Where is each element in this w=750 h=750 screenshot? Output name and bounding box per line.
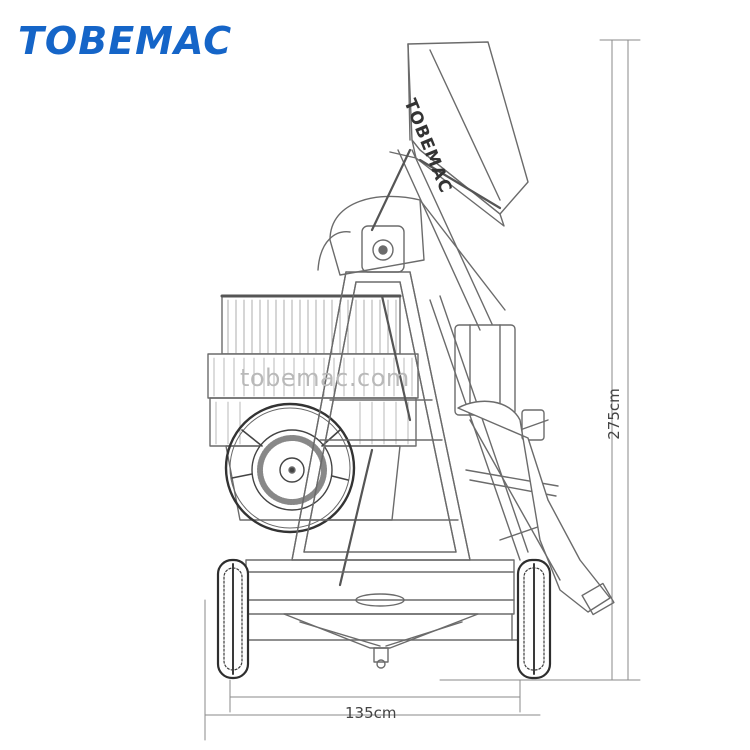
lift-arms [338,148,502,587]
height-dimension-line [439,39,641,681]
right-wheel [516,558,552,680]
chassis [231,559,527,641]
lift-rails [389,149,506,331]
watermark: tobemac.com [240,364,410,392]
left-wheel [216,558,250,680]
hopper [407,41,529,227]
discharge-chute [457,400,615,616]
mixer-drum [207,294,419,521]
brand-logo: TOBEMAC [18,19,233,63]
hand-wheel [224,402,356,534]
tow-bar [283,613,479,669]
width-dimension-line [204,599,541,741]
width-dimension-label: 135cm [345,704,397,722]
height-dimension-label: 275cm [604,388,623,440]
